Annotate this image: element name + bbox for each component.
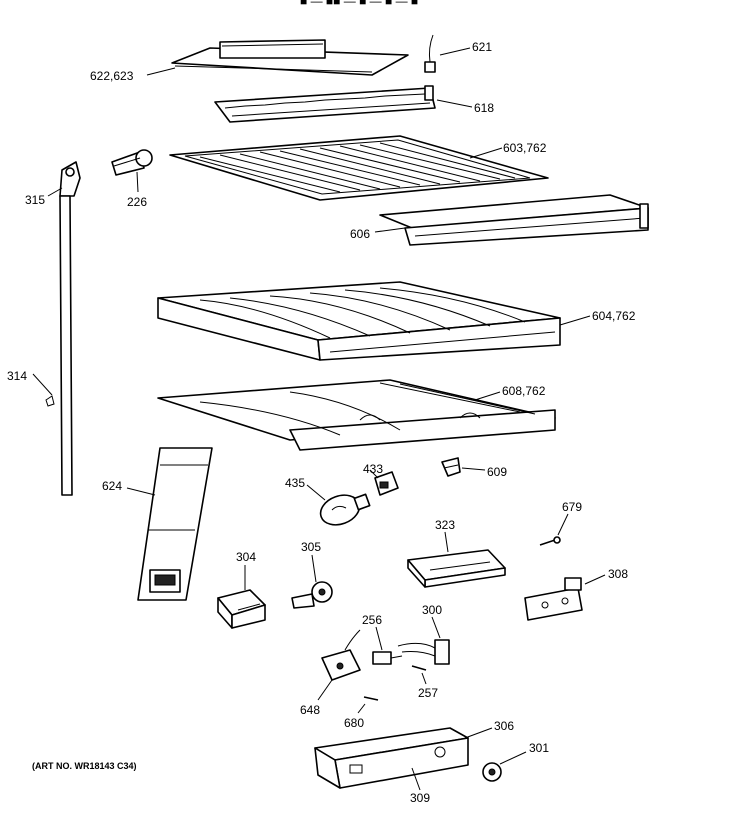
label-679: 679 [562,500,582,514]
art-number: (ART NO. WR18143 C34) [32,761,137,771]
label-323: 323 [435,518,455,532]
label-621: 621 [472,40,492,54]
label-309: 309 [410,791,430,805]
label-618: 618 [474,101,494,115]
part-300-relay[interactable] [397,639,450,665]
part-618-shield[interactable] [214,85,436,123]
label-308: 308 [608,567,628,581]
part-608-cover[interactable] [157,379,556,451]
label-314: 314 [7,369,27,383]
part-305-knob[interactable] [291,581,333,609]
part-621-connector[interactable] [424,34,436,73]
label-257: 257 [418,686,438,700]
label-433: 433 [363,462,383,476]
part-679-screw[interactable] [539,536,561,546]
part-304-block[interactable] [217,589,266,629]
part-323-housing[interactable] [407,549,506,588]
header-marks: ■ — ■■ — ■ — ■ — ■ [300,0,418,8]
label-315: 315 [25,193,45,207]
part-624-panel[interactable] [137,447,213,601]
label-256: 256 [362,613,382,627]
part-301-knob[interactable] [482,762,502,782]
label-306: 306 [494,719,514,733]
label-300: 300 [422,603,442,617]
part-315-rod-bracket[interactable] [59,161,81,197]
label-606: 606 [350,227,370,241]
label-305: 305 [301,540,321,554]
part-314-rod[interactable] [45,195,73,496]
label-603-762: 603,762 [503,141,547,155]
part-680-screw[interactable] [363,696,379,701]
part-308-bracket[interactable] [524,577,583,621]
label-622-623: 622,623 [90,69,134,83]
part-603-shelf[interactable] [169,135,549,201]
part-257-screw[interactable] [411,665,427,671]
part-604-pan[interactable] [157,281,561,361]
label-608-762: 608,762 [502,384,546,398]
label-226: 226 [127,195,147,209]
label-609: 609 [487,465,507,479]
part-435-bulb[interactable] [316,490,371,530]
label-680: 680 [344,716,364,730]
label-301: 301 [529,741,549,755]
part-256-switch[interactable] [372,651,403,665]
part-226-pin[interactable] [111,149,153,176]
part-622-top-cover[interactable] [171,39,409,76]
label-604-762: 604,762 [592,309,636,323]
label-648: 648 [300,703,320,717]
label-304: 304 [236,550,256,564]
part-433-socket[interactable] [374,471,399,496]
part-609-clip[interactable] [441,457,461,477]
label-435: 435 [285,476,305,490]
part-606-cover[interactable] [379,194,649,246]
part-648-thermostat[interactable] [321,629,361,681]
part-306-housing[interactable] [314,727,469,789]
label-624: 624 [102,479,122,493]
